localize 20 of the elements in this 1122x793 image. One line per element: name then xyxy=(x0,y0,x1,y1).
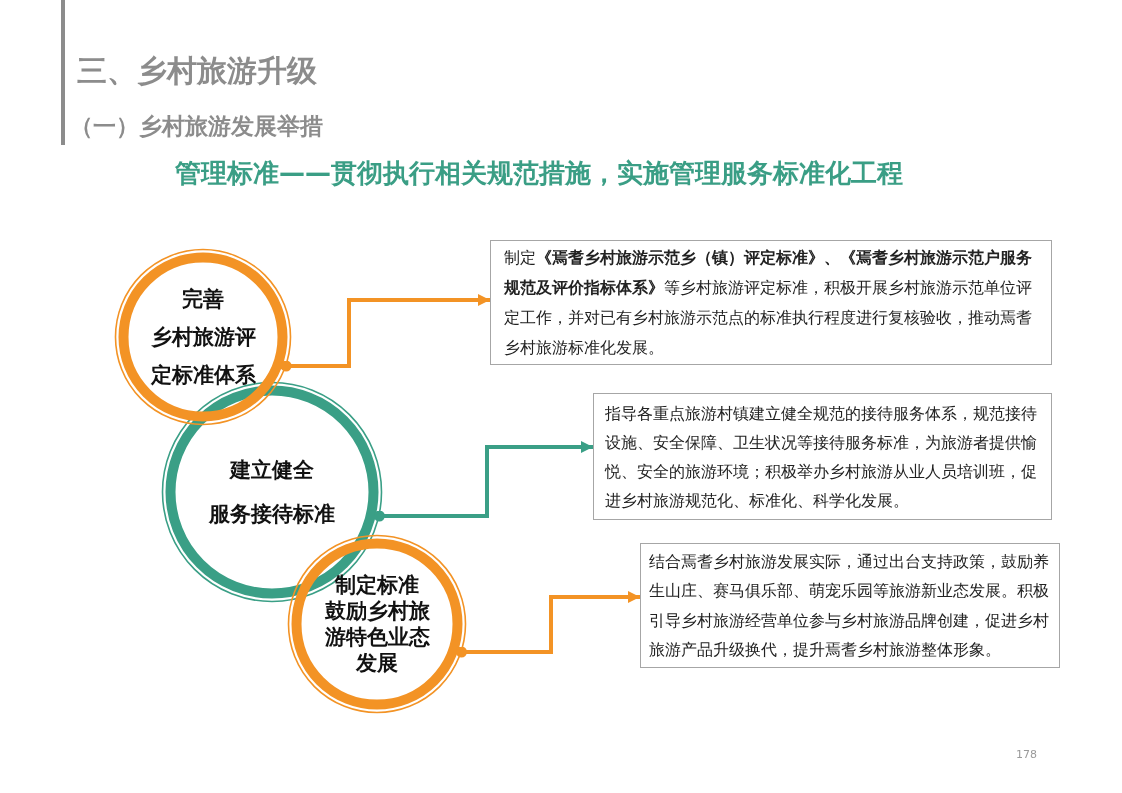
description-text: 指导各重点旅游村镇建立健全规范的接待服务体系，规范接待设施、安全保障、卫生状况等接待服务标准，为旅游者提供愉悦、安全的旅游环境；积极举办乡村旅游从业人员培训班，促进乡村旅游规范化、标准化、科学化发展。 xyxy=(605,402,1038,512)
text-box xyxy=(640,543,1060,668)
text-box xyxy=(593,393,1052,520)
circle-label: 鼓励乡村旅游特色业态发展 xyxy=(324,598,430,676)
circle-label: 完善 xyxy=(182,286,224,313)
page-number: 178 xyxy=(1016,748,1037,763)
ring-node xyxy=(113,247,293,427)
circle-label: 服务接待标准 xyxy=(209,501,335,528)
connector-arrow xyxy=(456,591,640,658)
connector-arrow xyxy=(373,441,593,522)
page-title: 三、乡村旅游升级 xyxy=(77,52,317,90)
description-text: 结合焉耆乡村旅游发展实际，通过出台支持政策，鼓励养生山庄、赛马俱乐部、萌宠乐园等旅游新业态发展。积极引导乡村旅游经营单位参与乡村旅游品牌创建，促进乡村旅游产品升级换代，提升焉耆乡村旅游整体形象。 xyxy=(649,550,1050,661)
circle-label: 制定标准 xyxy=(335,572,419,598)
description-text: 制定《焉耆乡村旅游示范乡（镇）评定标准》、《焉耆乡村旅游示范户服务规范及评价指标体系》等乡村旅游评定标准，积极开展乡村旅游示范单位评定工作，并对已有乡村旅游示范点的标准执行程度进行复核验收，推动焉耆乡村旅游标准化发展。 xyxy=(504,246,1033,359)
circle-label: 乡村旅游评定标准体系 xyxy=(150,324,256,389)
section-subtitle: （一）乡村旅游发展举措 xyxy=(70,112,323,141)
circle-label: 建立健全 xyxy=(230,457,314,484)
section-headline: 管理标准——贯彻执行相关规范措施，实施管理服务标准化工程 xyxy=(175,157,903,190)
connector-arrow xyxy=(280,294,490,372)
ring-node xyxy=(286,533,468,715)
